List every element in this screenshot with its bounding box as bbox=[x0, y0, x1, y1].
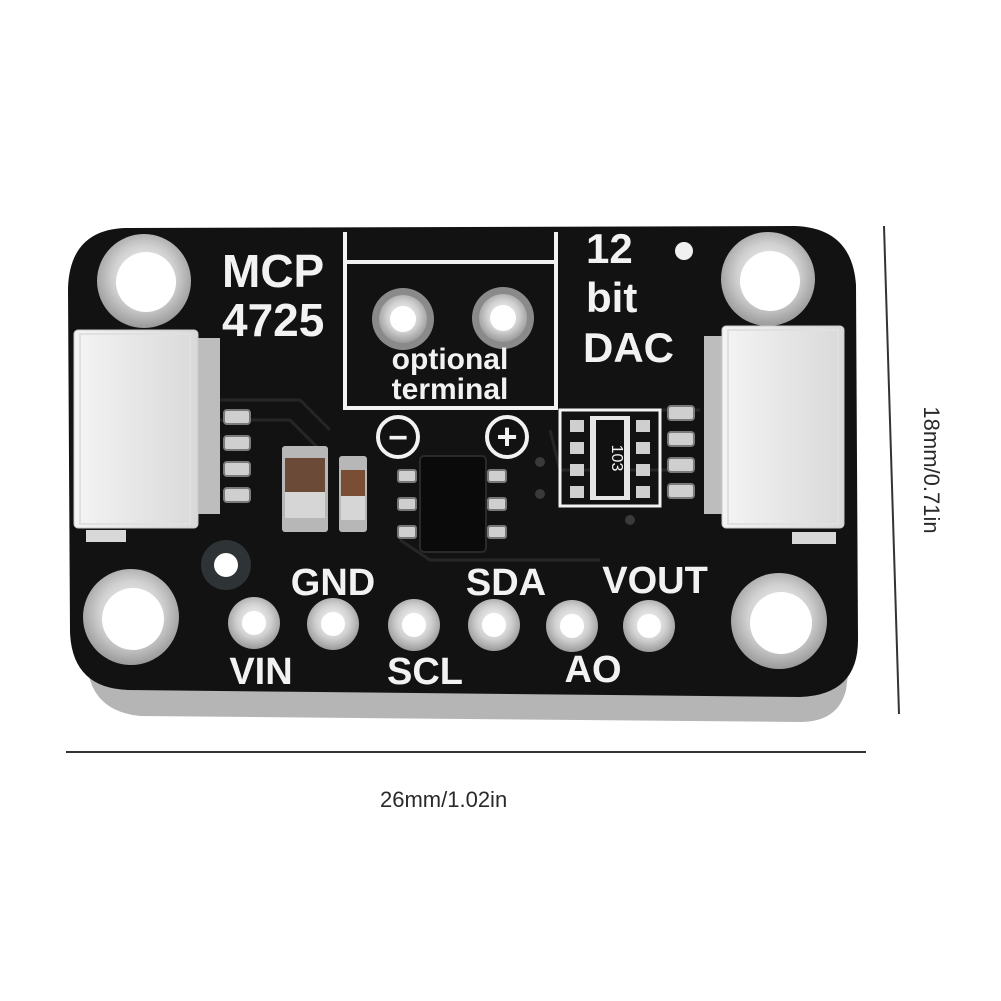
pad-scl bbox=[388, 599, 440, 651]
via bbox=[535, 489, 545, 499]
pin-label-gnd: GND bbox=[291, 562, 375, 604]
dac-chip bbox=[397, 455, 507, 553]
height-dimension-line bbox=[883, 225, 900, 715]
board-name-line1: MCP bbox=[222, 245, 324, 297]
minus-symbol: − bbox=[376, 415, 420, 459]
spec-line1: 12 bbox=[586, 225, 633, 272]
board-name-line2: 4725 bbox=[222, 294, 324, 346]
mounting-hole-bottom-right bbox=[731, 573, 827, 669]
width-dimension-label: 26mm/1.02in bbox=[380, 787, 508, 812]
pad-vin bbox=[228, 597, 280, 649]
terminal-pad-right bbox=[472, 287, 534, 349]
pad-ao bbox=[546, 600, 598, 652]
via bbox=[625, 515, 635, 525]
fiducial-mark bbox=[201, 540, 251, 590]
header-pads bbox=[228, 597, 675, 652]
pin-label-scl: SCL bbox=[387, 651, 463, 693]
pin-label-sda: SDA bbox=[466, 562, 546, 604]
plus-symbol: + bbox=[485, 415, 529, 459]
pad-vout bbox=[623, 600, 675, 652]
pin-label-vin: VIN bbox=[229, 651, 292, 693]
spec-line3: DAC bbox=[583, 324, 674, 371]
via bbox=[535, 457, 545, 467]
resistor-code: 103 bbox=[608, 445, 625, 472]
terminal-pad-left bbox=[372, 288, 434, 350]
terminal-label-line1: optional bbox=[392, 343, 509, 376]
resistor-network: 103 bbox=[558, 408, 662, 508]
mounting-hole-top-right bbox=[721, 232, 815, 326]
capacitor-small bbox=[339, 456, 367, 532]
mounting-hole-bottom-left bbox=[83, 569, 179, 665]
mounting-hole-top-left bbox=[97, 234, 191, 328]
pin-label-ao: AO bbox=[565, 649, 622, 691]
terminal-label-line2: terminal bbox=[392, 373, 509, 406]
right-stemma-connector bbox=[667, 325, 845, 544]
left-stemma-connector bbox=[73, 329, 251, 542]
capacitor-large bbox=[282, 446, 328, 532]
pad-sda bbox=[468, 599, 520, 651]
svg-text:−: − bbox=[388, 419, 408, 457]
terminal-outline bbox=[343, 232, 558, 410]
pad-gnd bbox=[307, 598, 359, 650]
spec-line2: bit bbox=[586, 274, 637, 321]
pin-label-vout: VOUT bbox=[602, 560, 708, 602]
height-dimension-label: 18mm/0.71in bbox=[919, 406, 944, 534]
svg-text:+: + bbox=[496, 416, 517, 457]
fiducial-mark bbox=[675, 242, 693, 260]
